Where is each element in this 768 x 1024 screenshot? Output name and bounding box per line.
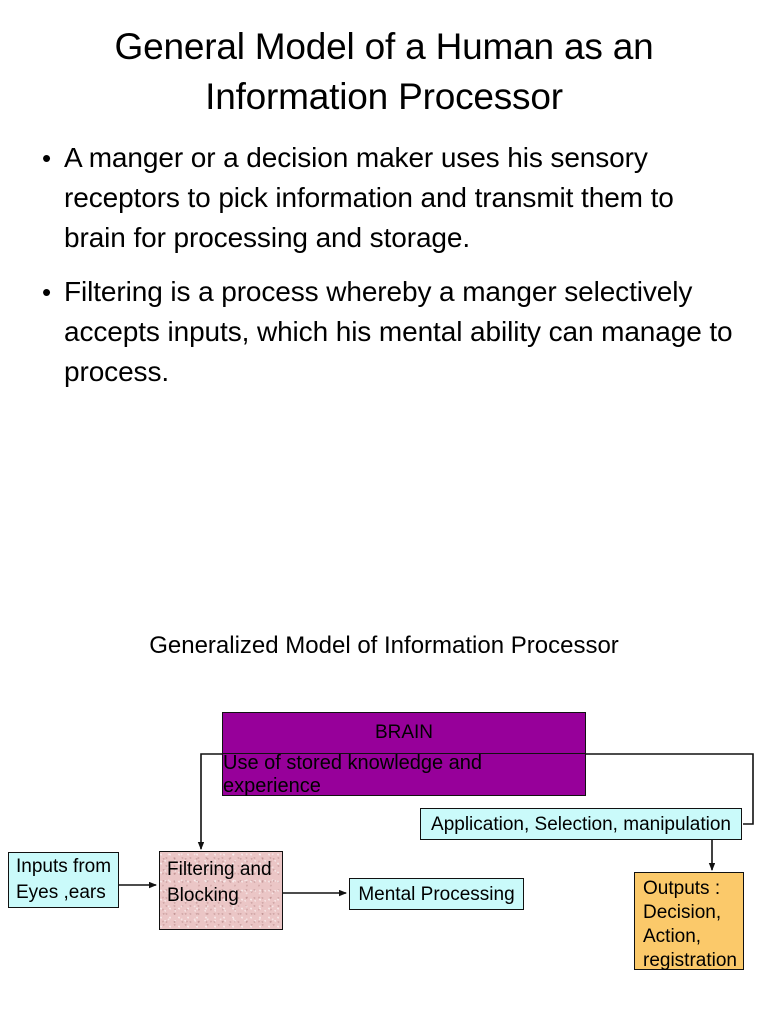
- node-outputs-line3: Action,: [643, 926, 702, 947]
- node-brain-subtitle: Use of stored knowledge and experience: [223, 751, 483, 797]
- node-mental-processing[interactable]: Mental Processing: [349, 878, 524, 910]
- page-title: General Model of a Human as an Informati…: [114, 26, 654, 117]
- node-brain[interactable]: BRAIN Use of stored knowledge and experi…: [222, 712, 586, 797]
- node-filtering[interactable]: Filtering and Blocking: [159, 851, 283, 930]
- node-application[interactable]: Application, Selection, manipulation: [420, 808, 742, 840]
- bullet-point-icon: •: [42, 143, 52, 173]
- list-item: • Filtering is a process whereby a mange…: [36, 272, 736, 392]
- node-application-label: Application, Selection, manipulation: [431, 813, 731, 835]
- bullet-list: • A manger or a decision maker uses his …: [36, 138, 736, 406]
- connector-brain-to-application: [586, 753, 754, 825]
- list-item: • A manger or a decision maker uses his …: [36, 138, 736, 258]
- diagram-caption: Generalized Model of Information Process…: [149, 632, 619, 659]
- node-outputs-line4: registration: [643, 950, 737, 971]
- node-brain-title: BRAIN: [223, 713, 585, 754]
- node-inputs-line1: Inputs from: [16, 856, 112, 877]
- connector-brain-to-filtering: [197, 753, 222, 850]
- node-outputs-line1: Outputs :: [643, 878, 721, 899]
- bullet-text: A manger or a decision maker uses his se…: [64, 142, 674, 253]
- node-mental-processing-label: Mental Processing: [358, 883, 515, 905]
- node-inputs[interactable]: Inputs from Eyes ,ears: [8, 852, 119, 908]
- node-filtering-line1: Filtering and: [167, 859, 272, 880]
- bullet-point-icon: •: [42, 277, 52, 307]
- bullet-text: Filtering is a process whereby a manger …: [64, 276, 733, 387]
- node-outputs-line2: Decision,: [643, 902, 722, 923]
- node-inputs-line2: Eyes ,ears: [16, 882, 106, 903]
- node-outputs[interactable]: Outputs : Decision, Action, registration: [634, 872, 744, 971]
- node-filtering-line2: Blocking: [167, 885, 239, 906]
